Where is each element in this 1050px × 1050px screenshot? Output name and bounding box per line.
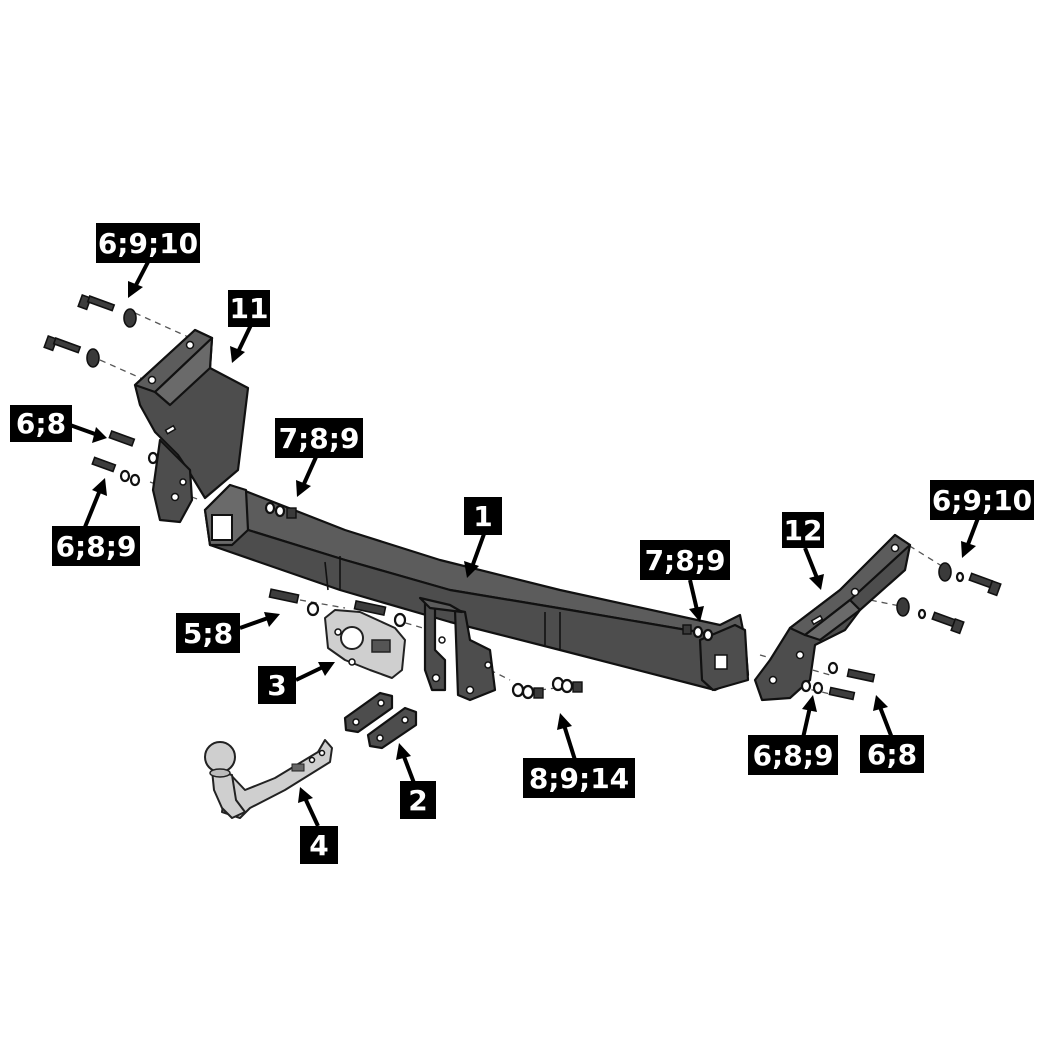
- svg-text:8;9;14: 8;9;14: [529, 762, 629, 795]
- washer-icon: [306, 601, 320, 617]
- callout-label-11: 11: [228, 290, 270, 327]
- callout-label-4: 4: [300, 826, 338, 864]
- callout-label-6-8-left: 6;8: [10, 405, 72, 442]
- nut-icon: [286, 507, 297, 519]
- main-crossbar-part-1: [203, 483, 750, 702]
- washer-icon: [511, 682, 525, 698]
- washer-icon: [692, 625, 704, 639]
- callout-label-7-8-9-left: 7;8;9: [275, 418, 363, 458]
- svg-text:6;8: 6;8: [16, 407, 66, 440]
- washer-icon: [521, 684, 535, 700]
- washer-icon: [274, 504, 286, 518]
- bolt-icon: [91, 456, 117, 473]
- washer-icon: [800, 679, 812, 693]
- svg-text:6;8;9: 6;8;9: [56, 530, 137, 563]
- washer-icon: [123, 308, 137, 328]
- bolt-icon: [77, 293, 116, 312]
- callout-label-6-9-10-right: 6;9;10: [930, 480, 1034, 520]
- washer-icon: [264, 501, 276, 515]
- washer-icon: [827, 661, 839, 675]
- callout-label-8-9-14: 8;9;14: [523, 758, 635, 798]
- callout-label-3: 3: [258, 666, 296, 704]
- svg-text:6;9;10: 6;9;10: [932, 484, 1032, 517]
- svg-text:2: 2: [408, 784, 427, 817]
- svg-text:6;9;10: 6;9;10: [98, 227, 198, 260]
- svg-text:6;8;9: 6;8;9: [753, 739, 834, 772]
- callout-label-6-8-right: 6;8: [860, 735, 924, 773]
- svg-text:12: 12: [784, 514, 823, 547]
- washer-icon: [938, 562, 952, 582]
- fasteners: [43, 293, 1002, 701]
- svg-text:3: 3: [267, 669, 286, 702]
- svg-text:4: 4: [309, 829, 328, 862]
- bolt-icon: [43, 334, 82, 354]
- washer-icon: [560, 678, 574, 694]
- bolt-icon: [108, 430, 136, 447]
- washer-icon: [917, 608, 927, 620]
- washer-icon: [896, 597, 910, 617]
- svg-text:1: 1: [473, 500, 492, 533]
- svg-text:7;8;9: 7;8;9: [279, 422, 360, 455]
- bolt-icon: [846, 668, 876, 683]
- svg-text:5;8: 5;8: [183, 617, 233, 650]
- right-bracket-part-12: [753, 533, 912, 702]
- svg-text:11: 11: [230, 292, 269, 325]
- washer-icon: [147, 451, 159, 465]
- left-bracket-part-11: [133, 328, 250, 524]
- tow-ball-part-4: [204, 739, 333, 819]
- bolt-icon: [828, 686, 856, 701]
- callout-label-7-8-9-right: 7;8;9: [640, 540, 730, 580]
- washer-icon: [955, 571, 965, 583]
- bolt-icon: [968, 572, 1002, 597]
- callout-label-6-9-10-left: 6;9;10: [96, 223, 200, 263]
- nut-icon: [682, 624, 692, 635]
- svg-text:7;8;9: 7;8;9: [645, 544, 726, 577]
- bolt-icon: [353, 600, 387, 616]
- callout-label-6-8-9-right: 6;8;9: [748, 735, 838, 775]
- callout-label-1: 1: [464, 497, 502, 535]
- washer-icon: [812, 681, 824, 695]
- nut-icon: [572, 681, 583, 693]
- bolt-icon: [931, 611, 965, 635]
- socket-plate-part-3: [324, 609, 406, 679]
- callout-label-12: 12: [782, 512, 824, 548]
- washer-icon: [393, 612, 407, 628]
- washer-icon: [86, 348, 100, 368]
- callout-label-5-8: 5;8: [176, 613, 240, 653]
- washer-icon: [119, 469, 131, 483]
- bolt-icon: [268, 588, 300, 604]
- callout-arrows: [69, 261, 980, 827]
- svg-text:6;8: 6;8: [867, 738, 917, 771]
- spacer-plates-part-2: [343, 691, 418, 750]
- washer-icon: [129, 473, 141, 487]
- callout-label-6-8-9-left: 6;8;9: [52, 526, 140, 566]
- callout-label-2: 2: [400, 781, 436, 819]
- washer-icon: [702, 628, 714, 642]
- nut-icon: [533, 687, 544, 699]
